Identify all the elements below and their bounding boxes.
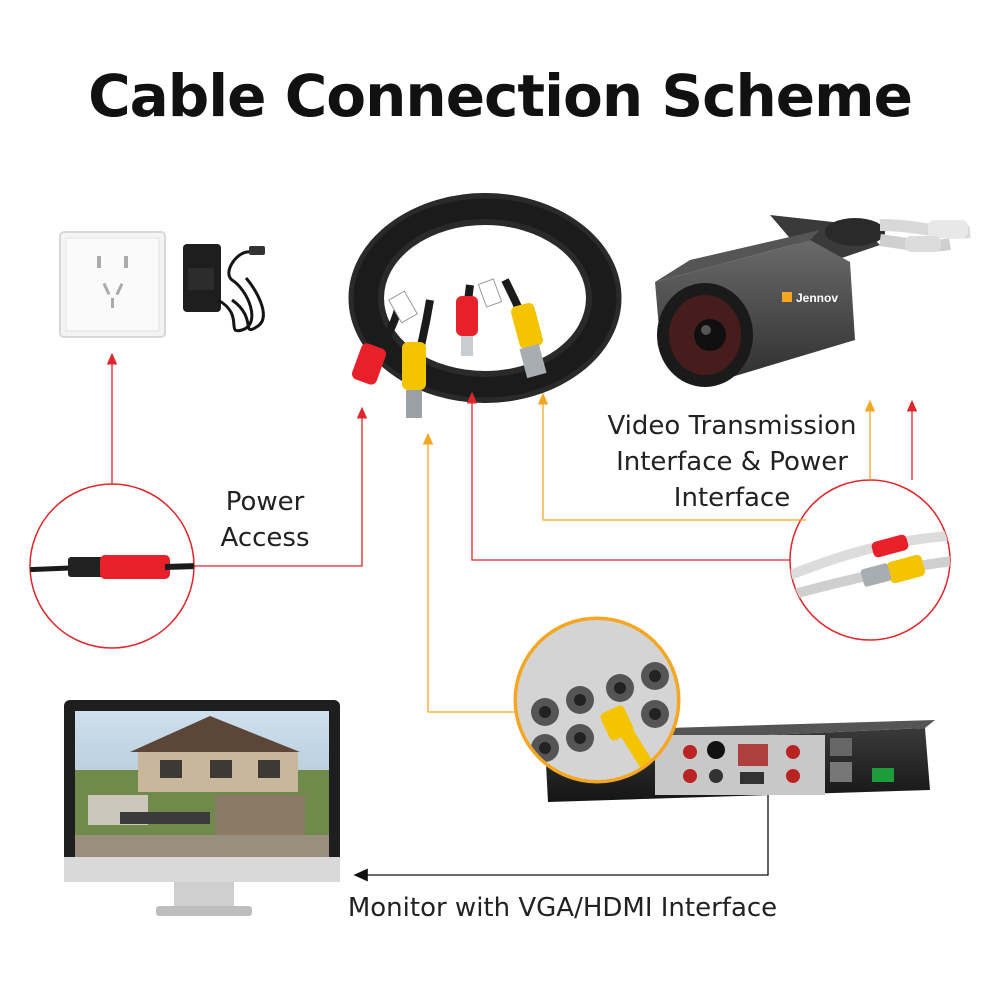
power-access-line-2: Access: [220, 523, 310, 553]
power-connection-line: [106, 352, 368, 567]
power-access-label: Power Access: [205, 484, 325, 556]
camera-connector-detail: [789, 479, 951, 641]
bullet-camera-icon: Jennov: [655, 215, 971, 387]
video-interface-line-2: Interface & Power: [616, 447, 848, 477]
camera-video-line: [537, 392, 876, 521]
video-interface-label: Video Transmission Interface & Power Int…: [598, 408, 866, 516]
camera-brand-text: Jennov: [796, 291, 838, 305]
video-interface-line-1: Video Transmission: [607, 411, 857, 441]
power-plug-detail: [29, 483, 195, 649]
monitor-connection-line: [353, 795, 769, 882]
video-interface-line-3: Interface: [673, 483, 791, 513]
power-adapter-icon: [183, 244, 265, 333]
camera-power-line: [466, 391, 918, 561]
page-title: Cable Connection Scheme: [88, 62, 913, 130]
bnc-power-cable-coil-icon: [348, 193, 622, 418]
dvr-bnc-input-detail: [513, 616, 681, 784]
dvr-video-line: [422, 432, 517, 713]
monitor-icon: [64, 700, 340, 916]
monitor-label: Monitor with VGA/HDMI Interface: [347, 893, 778, 923]
wall-socket-icon: [59, 231, 166, 338]
power-access-line-1: Power: [225, 487, 305, 517]
